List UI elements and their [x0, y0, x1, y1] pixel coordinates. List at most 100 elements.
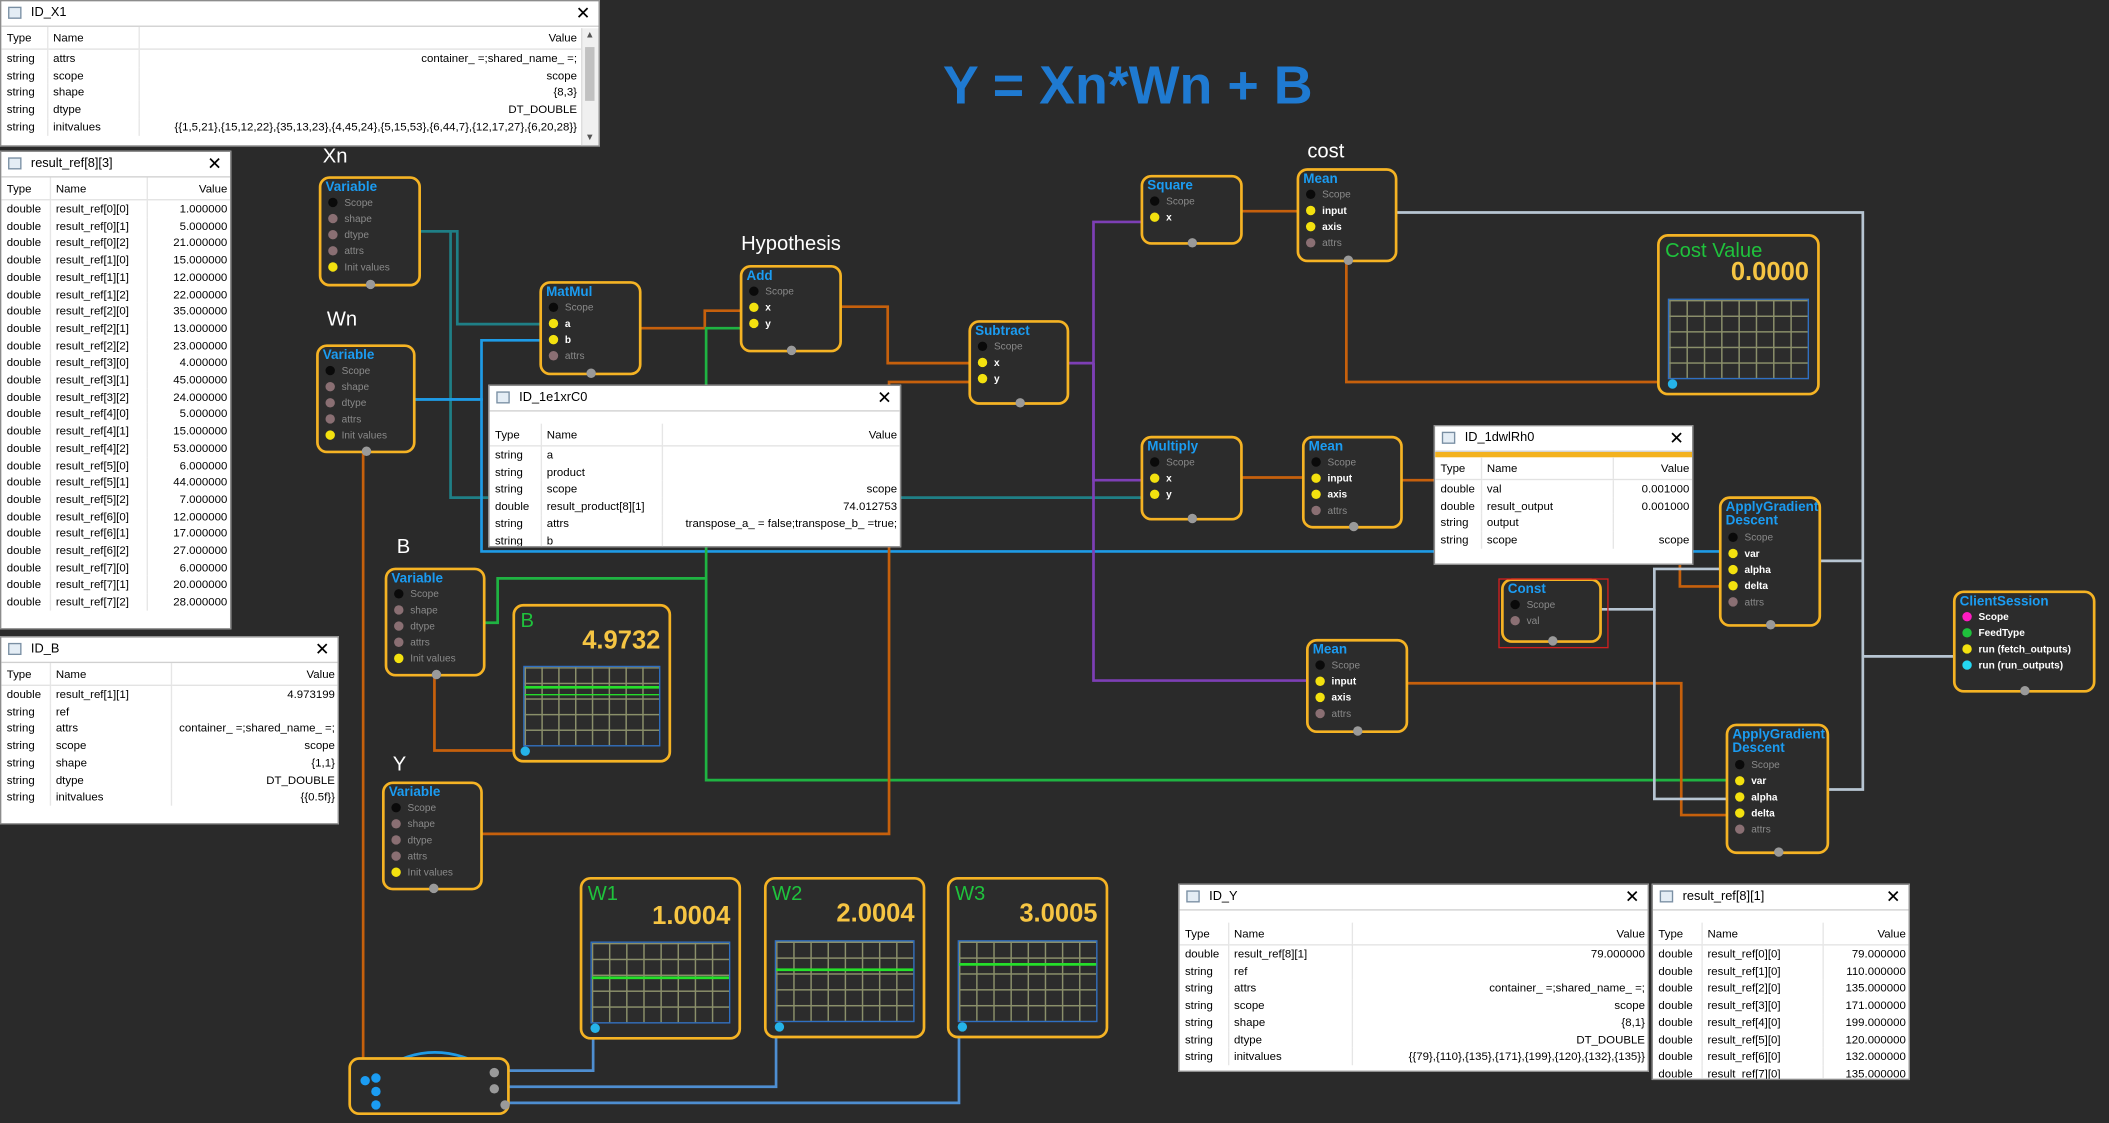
column-header[interactable]: Type: [1, 26, 48, 50]
port-init-values[interactable]: Init values: [394, 652, 456, 665]
output-port[interactable]: [1187, 238, 1198, 248]
port-scope[interactable]: Scope: [1305, 188, 1351, 201]
column-header[interactable]: Value: [170, 663, 338, 686]
port-shape[interactable]: shape: [328, 213, 372, 226]
port-b[interactable]: b: [548, 334, 571, 347]
scroll-thumb[interactable]: [585, 47, 595, 101]
output-port[interactable]: [365, 279, 376, 290]
output-port[interactable]: [2020, 685, 2030, 696]
column-header[interactable]: Type: [1, 663, 50, 686]
output-port[interactable]: [1353, 726, 1363, 736]
port-scope[interactable]: Scope: [1962, 611, 2009, 624]
panel-titlebar[interactable]: ID_B✕: [1, 638, 338, 664]
column-header[interactable]: Name: [1227, 922, 1352, 946]
column-header[interactable]: Value: [1821, 922, 1909, 946]
port-attrs[interactable]: attrs: [1315, 707, 1351, 720]
close-icon[interactable]: ✕: [1885, 886, 1901, 907]
output-port[interactable]: [361, 446, 372, 456]
column-header[interactable]: Type: [489, 423, 541, 447]
port-scope[interactable]: Scope: [328, 196, 373, 209]
close-icon[interactable]: ✕: [314, 638, 330, 660]
port-run-run-outputs[interactable]: run (run_outputs): [1962, 659, 2063, 672]
port-axis[interactable]: axis: [1305, 221, 1342, 234]
output-port[interactable]: [1014, 398, 1025, 408]
column-header[interactable]: Value: [1611, 457, 1693, 481]
output-port[interactable]: [586, 368, 596, 378]
output-port[interactable]: [1773, 847, 1783, 857]
port-a[interactable]: a: [548, 317, 571, 330]
panel-titlebar[interactable]: ID_1e1xrC0✕: [489, 386, 900, 412]
port-shape[interactable]: shape: [391, 818, 435, 831]
port-dtype[interactable]: dtype: [391, 834, 432, 847]
column-header[interactable]: Name: [49, 663, 171, 686]
port-alpha[interactable]: alpha: [1735, 791, 1778, 804]
column-header[interactable]: Type: [1, 177, 50, 201]
scrollbar[interactable]: ▲▼: [581, 28, 599, 146]
panel-titlebar[interactable]: result_ref[8][1]✕: [1653, 885, 1909, 911]
port-attrs[interactable]: attrs: [548, 350, 585, 363]
output-port[interactable]: [1348, 521, 1358, 532]
output-port[interactable]: [431, 669, 441, 680]
output-port[interactable]: [428, 883, 438, 894]
port-delta[interactable]: delta: [1735, 807, 1775, 820]
port-shape[interactable]: shape: [394, 604, 438, 617]
output-port[interactable]: [1187, 513, 1198, 524]
port-attrs[interactable]: attrs: [1735, 823, 1771, 836]
column-header[interactable]: Name: [1700, 922, 1823, 946]
port-attrs[interactable]: attrs: [1728, 596, 1764, 609]
port-delta[interactable]: delta: [1728, 580, 1768, 593]
column-header[interactable]: Value: [661, 423, 900, 447]
chevron-down-icon[interactable]: ▼: [585, 133, 595, 143]
close-icon[interactable]: ✕: [575, 2, 591, 23]
port-scope[interactable]: Scope: [1510, 599, 1555, 612]
port-scope[interactable]: Scope: [548, 301, 594, 314]
column-header[interactable]: Name: [540, 423, 662, 447]
port-init-values[interactable]: Init values: [391, 866, 453, 879]
port-var[interactable]: var: [1728, 547, 1760, 560]
port-run-fetch-outputs[interactable]: run (fetch_outputs): [1962, 643, 2071, 656]
column-header[interactable]: Type: [1179, 922, 1228, 946]
output-port[interactable]: [1765, 620, 1776, 630]
panel-titlebar[interactable]: result_ref[8][3]✕: [1, 152, 230, 178]
port-scope[interactable]: Scope: [1735, 759, 1780, 772]
